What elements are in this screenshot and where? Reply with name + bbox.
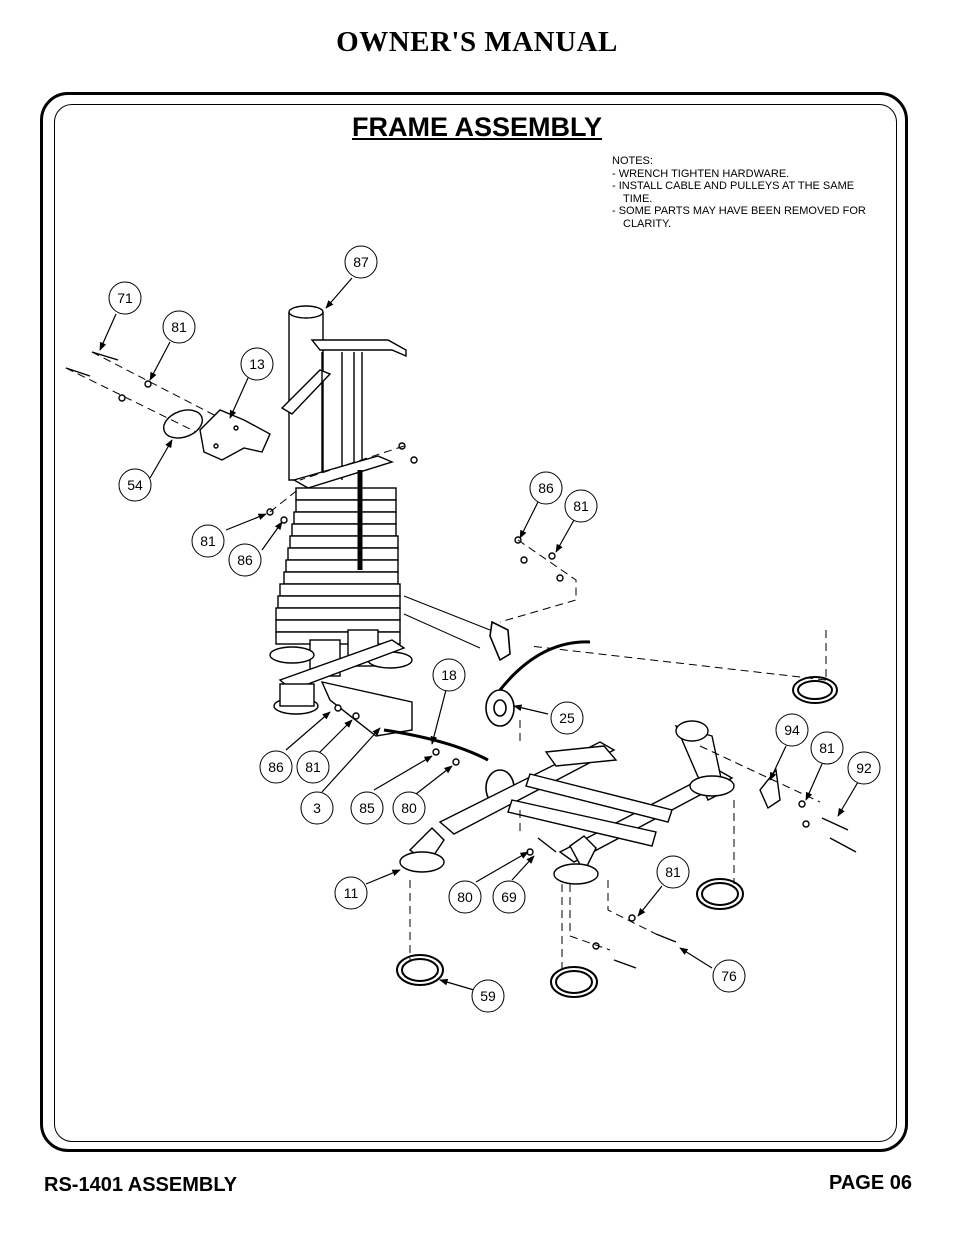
callout: 59 (471, 979, 505, 1013)
callout: 85 (350, 791, 384, 825)
svg-text:54: 54 (127, 477, 143, 493)
svg-text:81: 81 (665, 864, 681, 880)
svg-text:76: 76 (721, 968, 737, 984)
weight-stack (275, 455, 401, 645)
section-title: FRAME ASSEMBLY (351, 112, 603, 142)
svg-text:25: 25 (559, 710, 575, 726)
svg-text:11: 11 (344, 885, 359, 901)
callout: 69 (492, 880, 526, 914)
svg-text:13: 13 (249, 356, 265, 372)
model-label: RS-1401 ASSEMBLY (44, 1174, 238, 1196)
foot-pads (396, 676, 838, 998)
callout: 54 (118, 468, 152, 502)
callout: 3 (300, 791, 334, 825)
callout: 87 (344, 245, 378, 279)
callout: 86 (228, 543, 262, 577)
svg-text:80: 80 (457, 889, 473, 905)
svg-text:94: 94 (784, 722, 800, 738)
svg-text:86: 86 (237, 552, 253, 568)
reference-frame-lines (403, 595, 491, 649)
note-item: - WRENCH TIGHTEN HARDWARE. (612, 167, 790, 180)
callout: 81 (810, 731, 844, 765)
callout: 18 (432, 658, 466, 692)
callout: 81 (296, 750, 330, 784)
svg-text:81: 81 (305, 759, 321, 775)
note-item: - INSTALL CABLE AND PULLEYS AT THE SAME … (612, 180, 855, 205)
svg-text:81: 81 (200, 533, 216, 549)
callout: 11 (334, 876, 368, 910)
svg-text:92: 92 (856, 760, 872, 776)
callout: 81 (656, 855, 690, 889)
callout: 13 (240, 347, 274, 381)
side-bracket (162, 409, 271, 461)
callout-bubbles: 87 71 81 13 54 86 81 81 86 18 25 94 81 9… (108, 245, 881, 1013)
hardware-bolts (65, 351, 857, 969)
note-item: - SOME PARTS MAY HAVE BEEN REMOVED FOR C… (612, 205, 866, 230)
svg-text:71: 71 (117, 290, 133, 306)
callout: 81 (162, 310, 196, 344)
cable (383, 640, 591, 762)
callout: 76 (712, 959, 746, 993)
callout: 80 (392, 791, 426, 825)
base-frame (399, 720, 781, 885)
callout: 81 (564, 489, 598, 523)
svg-text:69: 69 (501, 889, 517, 905)
notes-block: NOTES: - WRENCH TIGHTEN HARDWARE. - INST… (612, 155, 882, 230)
callout: 71 (108, 281, 142, 315)
svg-text:85: 85 (359, 800, 375, 816)
callout: 81 (191, 524, 225, 558)
callout: 92 (847, 751, 881, 785)
callout: 80 (448, 880, 482, 914)
callout: 86 (529, 471, 563, 505)
callout: 86 (259, 750, 293, 784)
callout-leaders (99, 277, 859, 991)
svg-text:18: 18 (441, 667, 457, 683)
outer-frame (40, 92, 908, 1152)
svg-text:59: 59 (480, 988, 496, 1004)
manual-title: OWNER'S MANUAL (336, 26, 618, 58)
pulleys (485, 620, 515, 807)
svg-text:86: 86 (268, 759, 284, 775)
svg-text:81: 81 (171, 319, 187, 335)
svg-text:80: 80 (401, 800, 417, 816)
svg-text:81: 81 (573, 498, 589, 514)
svg-text:87: 87 (353, 254, 369, 270)
svg-text:81: 81 (819, 740, 835, 756)
page-number: PAGE 06 (829, 1172, 912, 1194)
assembly-guides (65, 351, 827, 972)
inner-frame (54, 104, 897, 1142)
weight-tower (269, 305, 413, 737)
notes-heading: NOTES: (612, 155, 653, 167)
callout: 94 (775, 713, 809, 747)
svg-text:3: 3 (313, 800, 321, 816)
callout: 25 (550, 701, 584, 735)
svg-text:86: 86 (538, 480, 554, 496)
